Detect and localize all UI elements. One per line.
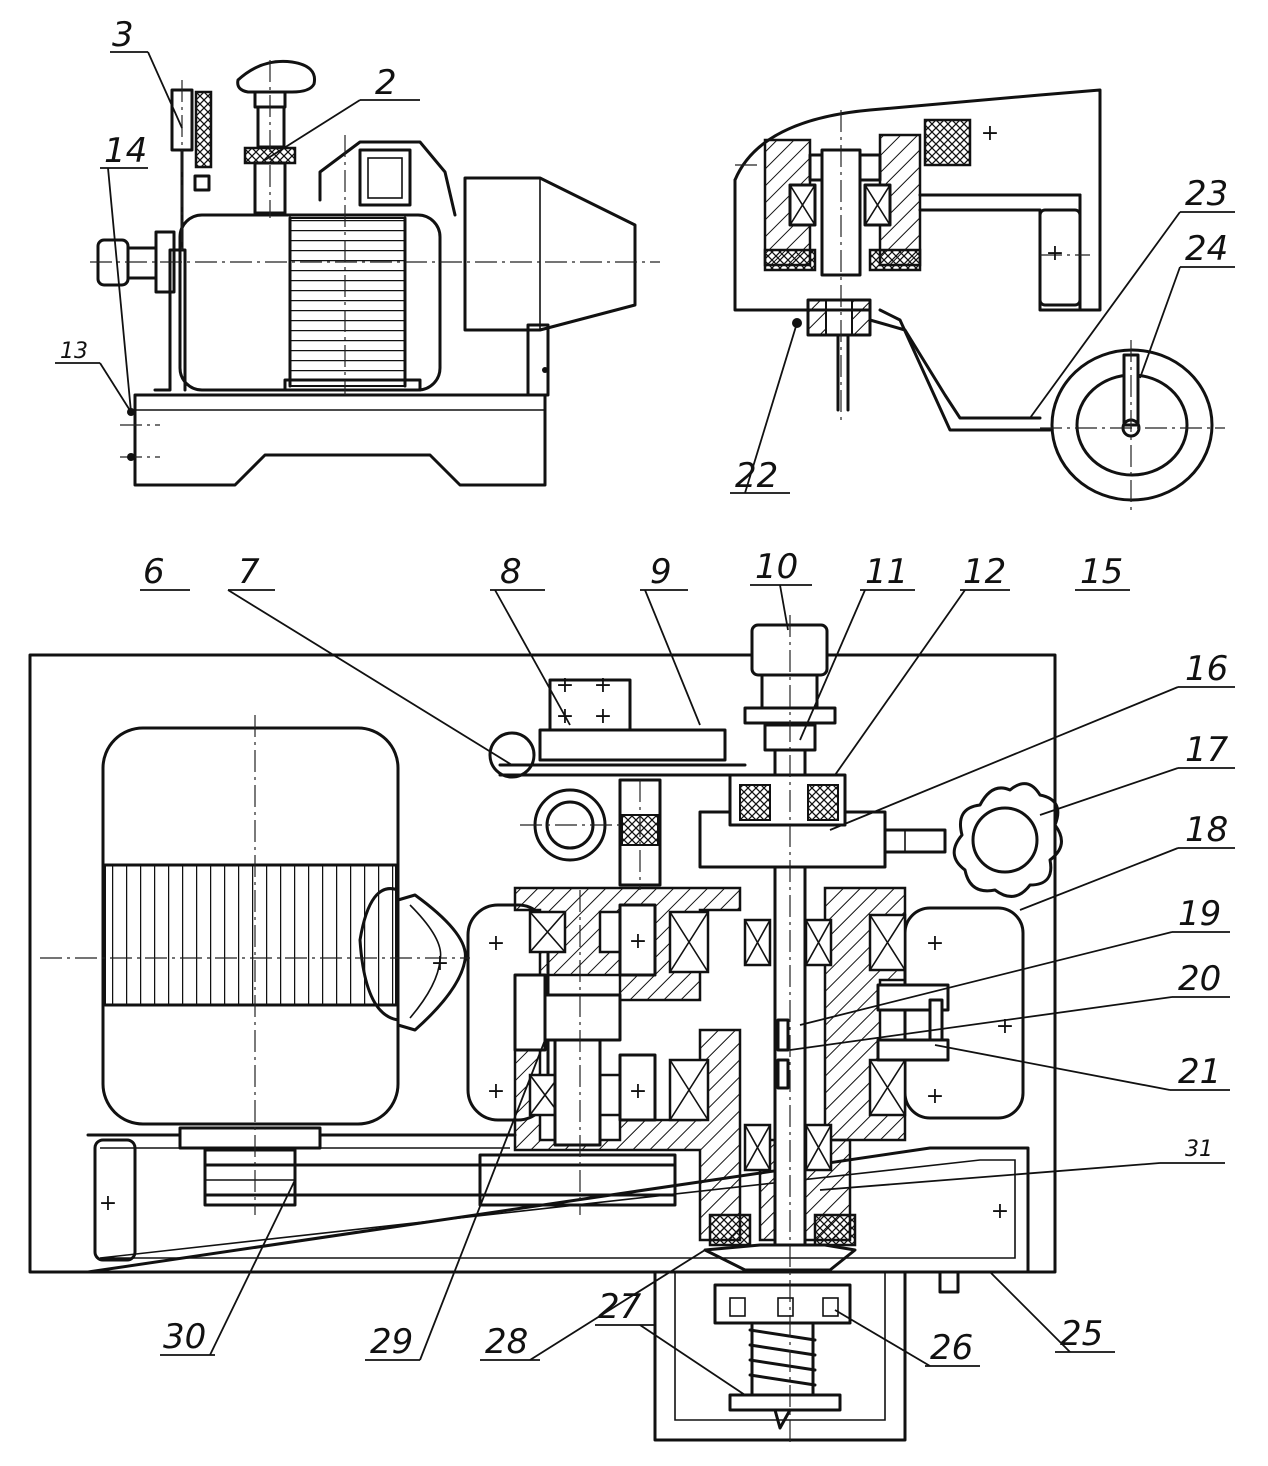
plus-mark: + — [594, 673, 612, 698]
callout-22: 22 — [735, 456, 778, 496]
plus-mark: + — [926, 1084, 944, 1109]
callout-15: 15 — [1080, 552, 1123, 592]
callout-labels: 3 2 14 13 23 24 22 6 7 8 9 10 11 12 15 1… — [60, 15, 1229, 1368]
plus-mark: + — [629, 1079, 647, 1104]
callout-3: 3 — [112, 15, 134, 55]
plus-mark: + — [487, 931, 505, 956]
plus-mark: + — [431, 951, 449, 976]
callout-17: 17 — [1185, 730, 1229, 770]
plus-mark: + — [556, 673, 574, 698]
callout-9: 9 — [650, 552, 672, 592]
plus-mark: + — [629, 929, 647, 954]
callout-leaders — [55, 51, 1235, 1396]
partial-section-view — [733, 88, 1225, 510]
plus-mark: + — [1046, 241, 1064, 266]
plus-mark: + — [981, 121, 999, 146]
callout-26: 26 — [930, 1328, 973, 1368]
callout-16: 16 — [1185, 649, 1228, 689]
callout-21: 21 — [1178, 1052, 1221, 1092]
callout-8: 8 — [500, 552, 522, 592]
plus-mark: + — [594, 704, 612, 729]
callout-27: 27 — [598, 1287, 642, 1327]
callout-23: 23 — [1185, 174, 1228, 214]
plus-mark: + — [991, 1199, 1009, 1224]
plan-section-view — [28, 615, 1063, 1445]
callout-31: 31 — [1185, 1137, 1213, 1162]
callout-25: 25 — [1060, 1314, 1103, 1354]
callout-20: 20 — [1178, 959, 1221, 999]
callout-10: 10 — [755, 547, 798, 587]
callout-13: 13 — [60, 339, 88, 364]
plus-mark: + — [99, 1191, 117, 1216]
callout-28: 28 — [485, 1322, 528, 1362]
callout-18: 18 — [1185, 810, 1228, 850]
callout-29: 29 — [370, 1322, 413, 1362]
callout-12: 12 — [963, 552, 1006, 592]
plus-mark: + — [996, 1014, 1014, 1039]
plus-mark: + — [926, 931, 944, 956]
callout-6: 6 — [143, 552, 165, 592]
callout-11: 11 — [865, 552, 908, 592]
callout-14: 14 — [104, 131, 147, 171]
callout-7: 7 — [238, 552, 260, 592]
callout-2: 2 — [375, 63, 397, 103]
plus-mark: + — [487, 1079, 505, 1104]
callout-30: 30 — [163, 1317, 206, 1357]
callout-24: 24 — [1185, 229, 1228, 269]
side-view — [90, 59, 660, 487]
callout-19: 19 — [1178, 894, 1221, 934]
